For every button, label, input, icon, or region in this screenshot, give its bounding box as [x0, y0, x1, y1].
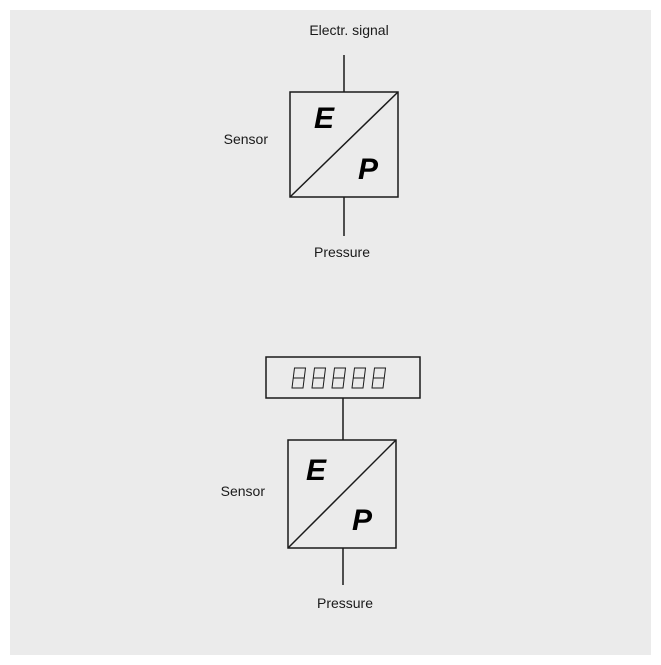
transducer-diagonal	[289, 91, 399, 198]
letter-e: E	[314, 102, 335, 135]
display-digit	[291, 367, 307, 389]
sensor-diagram-electrical: Electr. signal E P Sensor Pressure	[224, 22, 399, 260]
electrical-signal-label: Electr. signal	[309, 22, 388, 38]
transducer-box	[287, 439, 397, 549]
letter-p: P	[352, 504, 373, 537]
transducer-diagonal	[287, 439, 397, 549]
sensor-label: Sensor	[221, 483, 266, 499]
pressure-label: Pressure	[317, 595, 373, 611]
display-digit	[351, 367, 367, 389]
display-digit	[331, 367, 347, 389]
letter-p: P	[358, 153, 379, 186]
display-digit	[311, 367, 327, 389]
letter-e: E	[306, 454, 327, 487]
seven-segment-digits	[291, 367, 387, 389]
display-digit	[371, 367, 387, 389]
sensor-label: Sensor	[224, 131, 269, 147]
pressure-label: Pressure	[314, 244, 370, 260]
sensor-diagram-display: E P Sensor Pressure	[221, 356, 421, 611]
